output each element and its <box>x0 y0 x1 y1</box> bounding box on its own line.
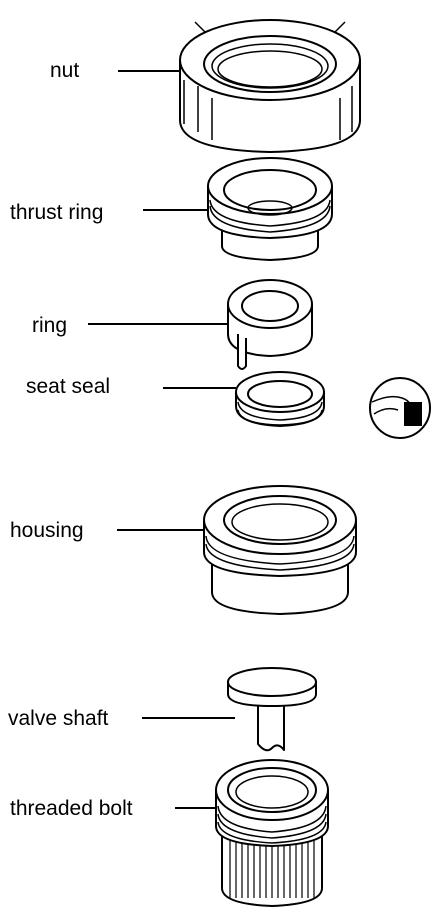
label-nut: nut <box>50 59 80 82</box>
part-ring <box>227 279 313 370</box>
seal-detail-inset <box>369 377 431 439</box>
label-seat-seal: seat seal <box>26 375 111 398</box>
part-threaded-bolt <box>215 759 329 907</box>
part-housing <box>203 485 357 615</box>
label-ring: ring <box>32 314 68 337</box>
label-valve-shaft: valve shaft <box>8 707 109 730</box>
part-seat-seal <box>235 371 325 427</box>
leader-lines <box>88 70 236 809</box>
bolt-knurling <box>229 840 315 898</box>
label-threaded-bolt: threaded bolt <box>10 797 133 820</box>
part-nut <box>179 19 361 153</box>
label-thrust-ring: thrust ring <box>10 201 104 224</box>
part-thrust-ring <box>207 157 333 261</box>
part-valve-shaft <box>227 667 317 752</box>
label-housing: housing <box>10 519 84 542</box>
